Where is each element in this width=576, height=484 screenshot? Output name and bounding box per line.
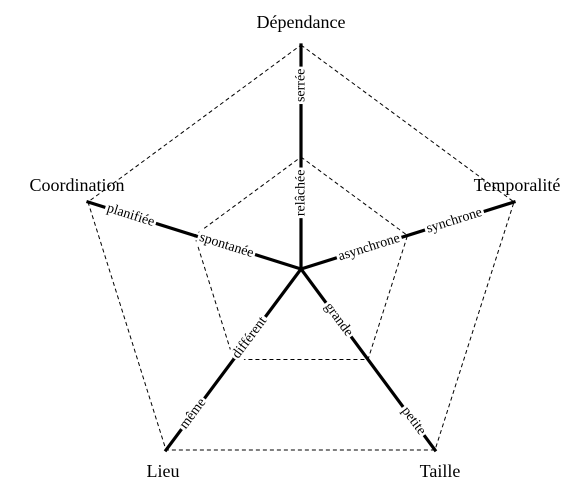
mark-labels-layer: serrée relâchée synchrone asynchrone petite g… <box>102 66 487 441</box>
mark-label-bg-coordination-1 <box>195 228 258 263</box>
axis-title-coordination: Coordination <box>30 175 125 195</box>
mark-label-lieu-1: différent <box>229 314 270 361</box>
mark-dependance-1: relâchée <box>292 167 310 219</box>
mark-coordination-1: spontanée <box>195 228 258 263</box>
mark-lieu-1: différent <box>227 311 273 364</box>
mark-label-bg-temporalite-1 <box>334 229 405 266</box>
mark-label-dependance-1: relâchée <box>294 170 309 217</box>
mark-label-bg-dependance-0 <box>292 66 310 105</box>
axis-title-temporalite: Temporalité <box>474 175 561 195</box>
axes-layer <box>85 43 517 453</box>
mark-label-bg-taille-1 <box>319 297 358 342</box>
inner-pentagon <box>193 156 409 360</box>
mark-label-bg-lieu-1 <box>227 311 273 364</box>
mark-dependance-0: serrée <box>292 66 310 105</box>
mark-temporalite-1: asynchrone <box>334 229 405 266</box>
mark-taille-1: grande <box>319 297 358 342</box>
mark-taille-0: petite <box>396 401 431 441</box>
mark-lieu-0: même <box>174 393 212 435</box>
mark-coordination-0: planifiée <box>102 199 159 232</box>
axis-title-taille: Taille <box>420 461 461 481</box>
mark-label-coordination-1: spontanée <box>197 230 255 261</box>
axis-title-dependance: Dépendance <box>257 12 346 32</box>
mark-label-temporalite-0: synchrone <box>425 205 484 237</box>
mark-label-bg-coordination-0 <box>102 199 159 232</box>
mark-label-bg-dependance-1 <box>292 167 310 219</box>
mark-label-bg-temporalite-0 <box>422 203 487 239</box>
mark-label-coordination-0: planifiée <box>105 201 156 230</box>
outer-pentagon <box>87 44 515 451</box>
mark-temporalite-0: synchrone <box>422 203 487 239</box>
axis-title-lieu: Lieu <box>147 461 180 481</box>
mark-label-temporalite-1: asynchrone <box>336 231 401 264</box>
mark-label-bg-taille-0 <box>396 401 431 441</box>
mark-label-bg-lieu-0 <box>174 393 212 435</box>
mark-label-dependance-0: serrée <box>294 69 309 102</box>
